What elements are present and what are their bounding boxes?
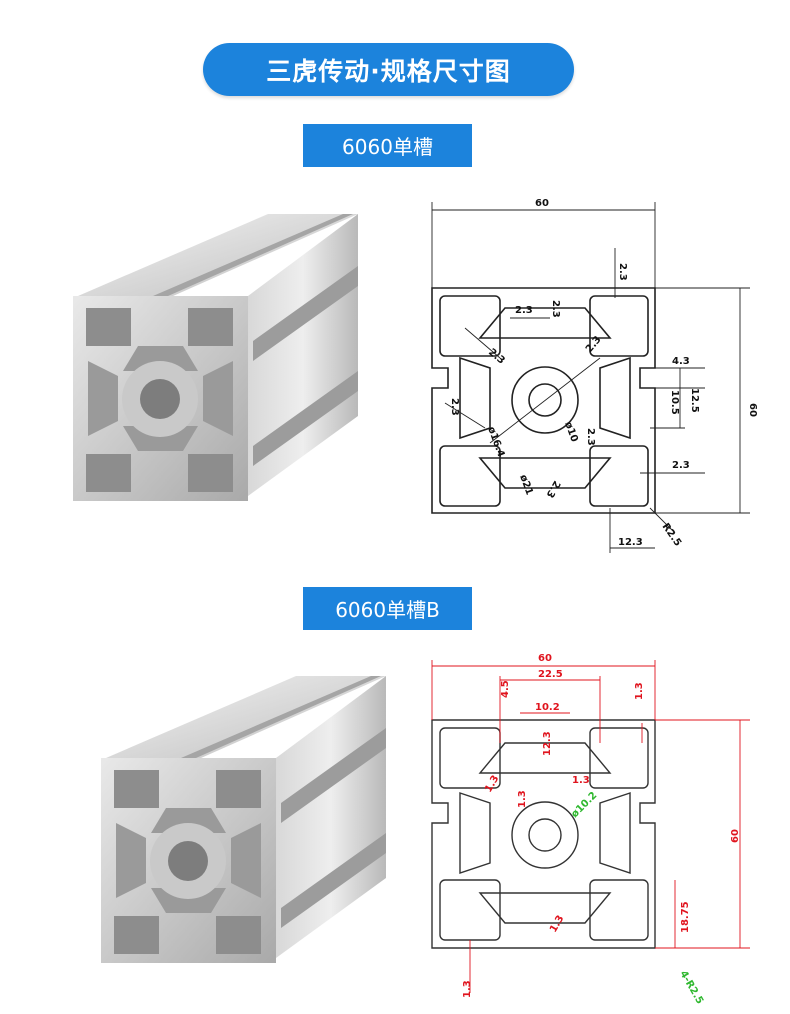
- dimension-drawing-6060: 60 60 2.3 2.3 2.3 2.3 2.3 2.3 2.3 2.3 2.…: [410, 188, 770, 560]
- dim-phi21: ø21: [517, 473, 534, 496]
- dim-phi16-4: ø16.4: [485, 425, 506, 458]
- dim-1-3-c: 1.3: [572, 775, 590, 786]
- dim-10-2: 10.2: [535, 702, 560, 713]
- dim-height: 60: [730, 829, 741, 843]
- dim-r2-5: 4-R2.5: [677, 969, 705, 1006]
- dim-4-3: 4.3: [672, 356, 690, 367]
- dim-12-3: 12.3: [542, 731, 553, 756]
- dim-1-3-bottom: 1.3: [462, 980, 473, 998]
- dim-12-3: 12.3: [618, 537, 643, 548]
- dim-1-3-top: 1.3: [634, 682, 645, 700]
- dim-phi10-2: ø10.2: [569, 790, 599, 820]
- dim-1-3-b: 1.3: [517, 790, 528, 808]
- dim-2-3-right: 2.3: [672, 460, 690, 471]
- dim-r2-5: R2.5: [660, 521, 684, 548]
- page-title-banner: 三虎传动·规格尺寸图: [203, 43, 574, 96]
- dim-2-3-f: 2.3: [585, 428, 596, 446]
- dim-4-5: 4.5: [500, 680, 511, 698]
- dim-1-3-a: 1.3: [483, 774, 501, 795]
- dim-2-3-c: 2.3: [486, 347, 507, 367]
- dim-phi10: ø10: [562, 420, 579, 443]
- page-title: 三虎传动·规格尺寸图: [266, 56, 511, 86]
- dim-10-5: 10.5: [669, 390, 680, 415]
- dim-height: 60: [747, 403, 758, 417]
- dim-width: 60: [535, 198, 549, 209]
- profile-photo-6060b: [86, 658, 406, 988]
- dim-1-3-d: 1.3: [548, 914, 566, 935]
- profile-photo-6060: [58, 196, 378, 526]
- dim-22-5: 22.5: [538, 669, 563, 680]
- dim-2-3-top: 2.3: [617, 263, 628, 281]
- dim-2-3-e: 2.3: [449, 398, 460, 416]
- dim-2-3-b: 2.3: [550, 300, 561, 318]
- dim-12-5: 12.5: [689, 388, 700, 413]
- dim-2-3-g: 2.3: [544, 479, 562, 500]
- dim-18-75: 18.75: [680, 901, 691, 933]
- dimension-drawing-6060b: 60 22.5 4.5 10.2 12.3 1.3 1.3 1.3 1.3 1.…: [410, 648, 770, 1010]
- section-label-6060: 6060单槽: [303, 124, 472, 167]
- dim-2-3-a: 2.3: [515, 305, 533, 316]
- dim-width: 60: [538, 653, 552, 664]
- section-label-6060b: 6060单槽B: [303, 587, 472, 630]
